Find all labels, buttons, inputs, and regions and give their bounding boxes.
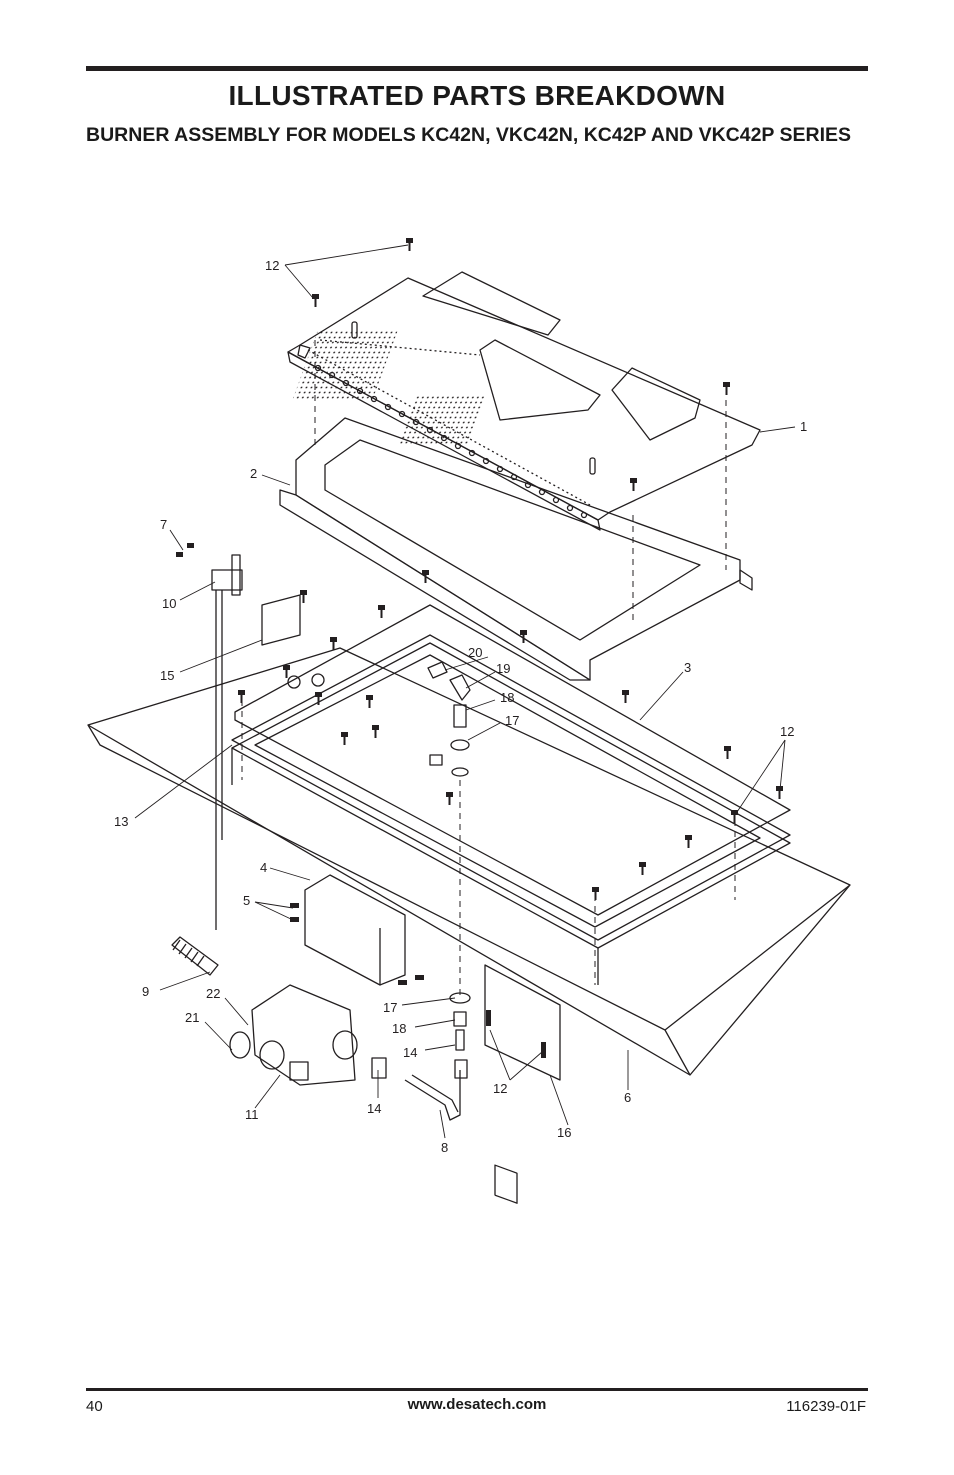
website-link[interactable]: www.desatech.com <box>407 1396 547 1413</box>
callout-3: 3 <box>684 660 691 675</box>
callout-4: 4 <box>260 860 267 875</box>
part-gas-line <box>404 1070 461 1121</box>
callout-22: 22 <box>206 986 220 1001</box>
callout-13: 13 <box>114 814 128 829</box>
callout-20: 20 <box>468 645 482 660</box>
part-gasket-frames <box>231 634 791 985</box>
callout-labels: 1 2 3 4 5 6 7 8 9 10 11 12 12 12 13 14 1… <box>114 258 807 1155</box>
part-firebox-tray <box>87 647 851 1076</box>
callout-18b: 18 <box>392 1021 406 1036</box>
callout-9: 9 <box>142 984 149 999</box>
callout-21: 21 <box>185 1010 199 1025</box>
callout-11: 11 <box>245 1107 259 1122</box>
page-number: 40 <box>86 1398 103 1415</box>
callout-8: 8 <box>441 1140 448 1155</box>
callout-5: 5 <box>243 893 250 908</box>
leader-lines <box>134 244 796 1139</box>
burner-port-holes <box>314 364 588 519</box>
orifice-fittings <box>287 661 471 1079</box>
part-bracket <box>304 874 406 986</box>
assembly-lines <box>241 340 736 1000</box>
page-subtitle: BURNER ASSEMBLY FOR MODELS KC42N, VKC42N… <box>86 124 852 146</box>
document-number: 116239-01F <box>786 1398 866 1415</box>
part-burner-pan <box>234 604 791 916</box>
callout-7: 7 <box>160 517 167 532</box>
screw-fasteners <box>176 238 783 1058</box>
callout-19: 19 <box>496 661 510 676</box>
part-flex-connector <box>171 936 219 976</box>
callout-12c: 12 <box>493 1081 507 1096</box>
callout-18a: 18 <box>500 690 514 705</box>
callout-12b: 12 <box>780 724 794 739</box>
part-pilot-assembly <box>211 554 301 930</box>
top-rule <box>86 66 868 71</box>
callout-17a: 17 <box>505 713 519 728</box>
part-gas-valve <box>229 984 358 1086</box>
callout-1: 1 <box>800 419 807 434</box>
callout-14a: 14 <box>403 1045 417 1060</box>
callout-10: 10 <box>162 596 176 611</box>
callout-16: 16 <box>557 1125 571 1140</box>
part-burner-top <box>287 271 761 531</box>
part-frame <box>279 417 753 681</box>
callout-14b: 14 <box>367 1101 381 1116</box>
page-title: ILLUSTRATED PARTS BREAKDOWN <box>228 80 726 111</box>
callout-12a: 12 <box>265 258 279 273</box>
bottom-rule <box>86 1388 868 1391</box>
callout-17b: 17 <box>383 1000 397 1015</box>
callout-15: 15 <box>160 668 174 683</box>
callout-2: 2 <box>250 466 257 481</box>
callout-6: 6 <box>624 1090 631 1105</box>
part-mounting-plate <box>484 964 561 1204</box>
